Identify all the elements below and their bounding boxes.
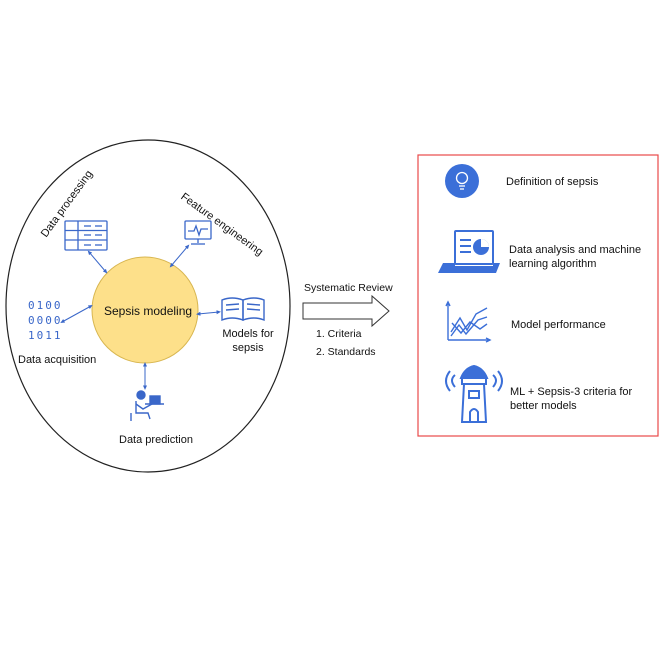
center-label: Sepsis modeling xyxy=(104,304,193,318)
binary-row: 1011 xyxy=(28,329,63,342)
node-label-data-acquisition: Data acquisition xyxy=(18,354,97,366)
connector-processing xyxy=(87,250,108,274)
laptop-chart-icon xyxy=(438,230,500,273)
node-label-data-prediction: Data prediction xyxy=(119,434,193,446)
outcomes-panel xyxy=(417,154,659,437)
panel-item-ml-sepsis3: ML + Sepsis-3 criteria for better models xyxy=(510,386,633,412)
binary-row: 0000 xyxy=(28,314,63,327)
table-icon xyxy=(64,220,108,251)
standards-item: 2. Standards xyxy=(316,346,376,358)
line-chart-icon xyxy=(445,300,492,343)
systematic-review-arrow xyxy=(302,294,390,328)
connector-acquisition xyxy=(60,305,93,323)
panel-item-performance: Model performance xyxy=(511,319,606,331)
cycle-outline xyxy=(5,139,291,473)
binary-row: 0100 xyxy=(28,299,63,312)
monitor-icon xyxy=(184,220,212,245)
connector-feature xyxy=(169,244,190,268)
criteria-item: 1. Criteria xyxy=(316,328,362,340)
person-desk-icon xyxy=(130,390,164,421)
binary-data-icon: 0100 0000 1011 xyxy=(28,298,63,343)
connector-models xyxy=(196,310,221,316)
lighthouse-icon xyxy=(445,364,503,423)
lightbulb-icon xyxy=(445,164,479,198)
panel-item-analysis: Data analysis and machine learning algor… xyxy=(509,244,642,270)
node-label-models-for-sepsis: Models for sepsis xyxy=(222,328,274,354)
arrow-label: Systematic Review xyxy=(304,282,393,294)
book-icon xyxy=(221,297,265,322)
panel-item-definition: Definition of sepsis xyxy=(506,176,599,188)
